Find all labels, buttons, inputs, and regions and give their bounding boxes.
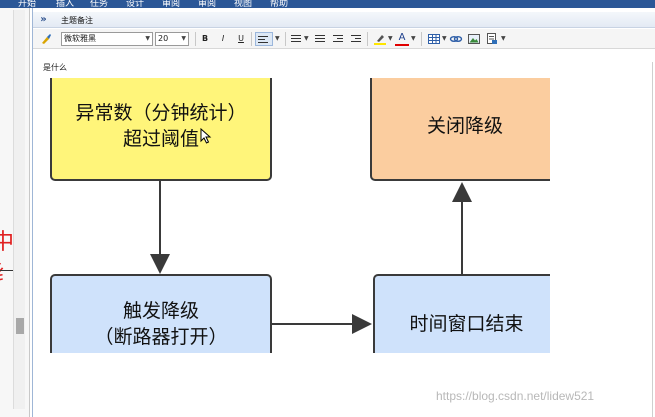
node-window-end: 时间窗口结束 <box>373 274 550 353</box>
toolbar-separator <box>421 32 422 46</box>
align-left-icon[interactable] <box>255 32 273 46</box>
image-icon[interactable] <box>467 32 481 46</box>
font-color-icon[interactable]: A <box>395 32 409 46</box>
highlighter-icon[interactable] <box>373 32 387 46</box>
decrease-indent-icon[interactable] <box>331 32 345 46</box>
link-icon[interactable] <box>449 32 463 46</box>
chevron-down-icon[interactable]: ▼ <box>388 35 393 42</box>
font-name-select[interactable]: 微软雅黑 ▼ <box>61 32 153 46</box>
partial-text: 中纟 <box>0 224 29 288</box>
ribbon-tab[interactable]: 插入 <box>56 0 75 8</box>
chevron-down-icon[interactable]: ▼ <box>304 35 309 42</box>
table-icon[interactable] <box>427 32 441 46</box>
numbered-list-icon[interactable] <box>289 32 303 46</box>
topic-row: 是什么 <box>33 62 655 76</box>
toolbar-separator <box>251 32 252 46</box>
panel-title: 主题备注 <box>61 16 93 25</box>
ribbon-tab[interactable]: 审阅 <box>162 0 181 8</box>
node-close-degrade: 关闭降级 <box>370 78 550 181</box>
divider <box>0 270 18 271</box>
chevron-down-icon[interactable]: ▼ <box>501 35 506 42</box>
insert-object-icon[interactable] <box>485 32 499 46</box>
ribbon-tab[interactable]: 设计 <box>126 0 145 8</box>
underline-button[interactable]: U <box>238 34 244 43</box>
notes-title-bar: » 主题备注 <box>33 12 655 28</box>
flowchart-image: 异常数（分钟统计） 超过阈值 关闭降级 触发降级 （断路器打开） 时间窗口结束 <box>50 78 550 353</box>
format-painter-icon[interactable] <box>39 32 53 46</box>
font-name-value: 微软雅黑 <box>64 34 96 43</box>
topic-label: 是什么 <box>43 63 67 72</box>
chevron-down-icon[interactable]: ▼ <box>411 35 416 42</box>
mouse-cursor-icon <box>200 128 212 144</box>
vertical-scrollbar[interactable] <box>13 10 25 409</box>
chevron-down-icon: ▼ <box>145 35 150 42</box>
scrollbar-thumb[interactable] <box>16 318 24 334</box>
bullet-list-icon[interactable] <box>313 32 327 46</box>
toolbar-separator <box>285 32 286 46</box>
ribbon-tab[interactable]: 帮助 <box>270 0 289 8</box>
bold-button[interactable]: B <box>201 34 209 43</box>
ribbon-tab[interactable]: 视图 <box>234 0 253 8</box>
ribbon-tab-strip: 开始 插入 任务 设计 审阅 审阅 视图 帮助 <box>0 0 655 8</box>
chevron-down-icon: ▼ <box>181 35 186 42</box>
watermark-text: https://blog.csdn.net/lidew521 <box>436 389 595 403</box>
format-toolbar: 微软雅黑 ▼ 20 ▼ B I U ▼ ▼ <box>33 29 655 49</box>
font-size-value: 20 <box>158 34 169 43</box>
node-anomaly-threshold: 异常数（分钟统计） 超过阈值 <box>50 78 272 181</box>
font-size-select[interactable]: 20 ▼ <box>155 32 189 46</box>
chevron-down-icon[interactable]: ▼ <box>275 35 280 42</box>
ribbon-tab[interactable]: 审阅 <box>198 0 217 8</box>
flow-arrows <box>150 181 472 334</box>
increase-indent-icon[interactable] <box>349 32 363 46</box>
italic-button[interactable]: I <box>221 34 225 43</box>
toolbar-separator <box>367 32 368 46</box>
node-trigger-degrade: 触发降级 （断路器打开） <box>50 274 272 353</box>
ribbon-tab[interactable]: 任务 <box>90 0 109 8</box>
panel-border <box>652 62 653 417</box>
ribbon-tab[interactable]: 开始 <box>18 0 37 8</box>
expand-icon[interactable]: » <box>40 14 47 25</box>
toolbar-separator <box>195 32 196 46</box>
chevron-down-icon[interactable]: ▼ <box>442 35 447 42</box>
